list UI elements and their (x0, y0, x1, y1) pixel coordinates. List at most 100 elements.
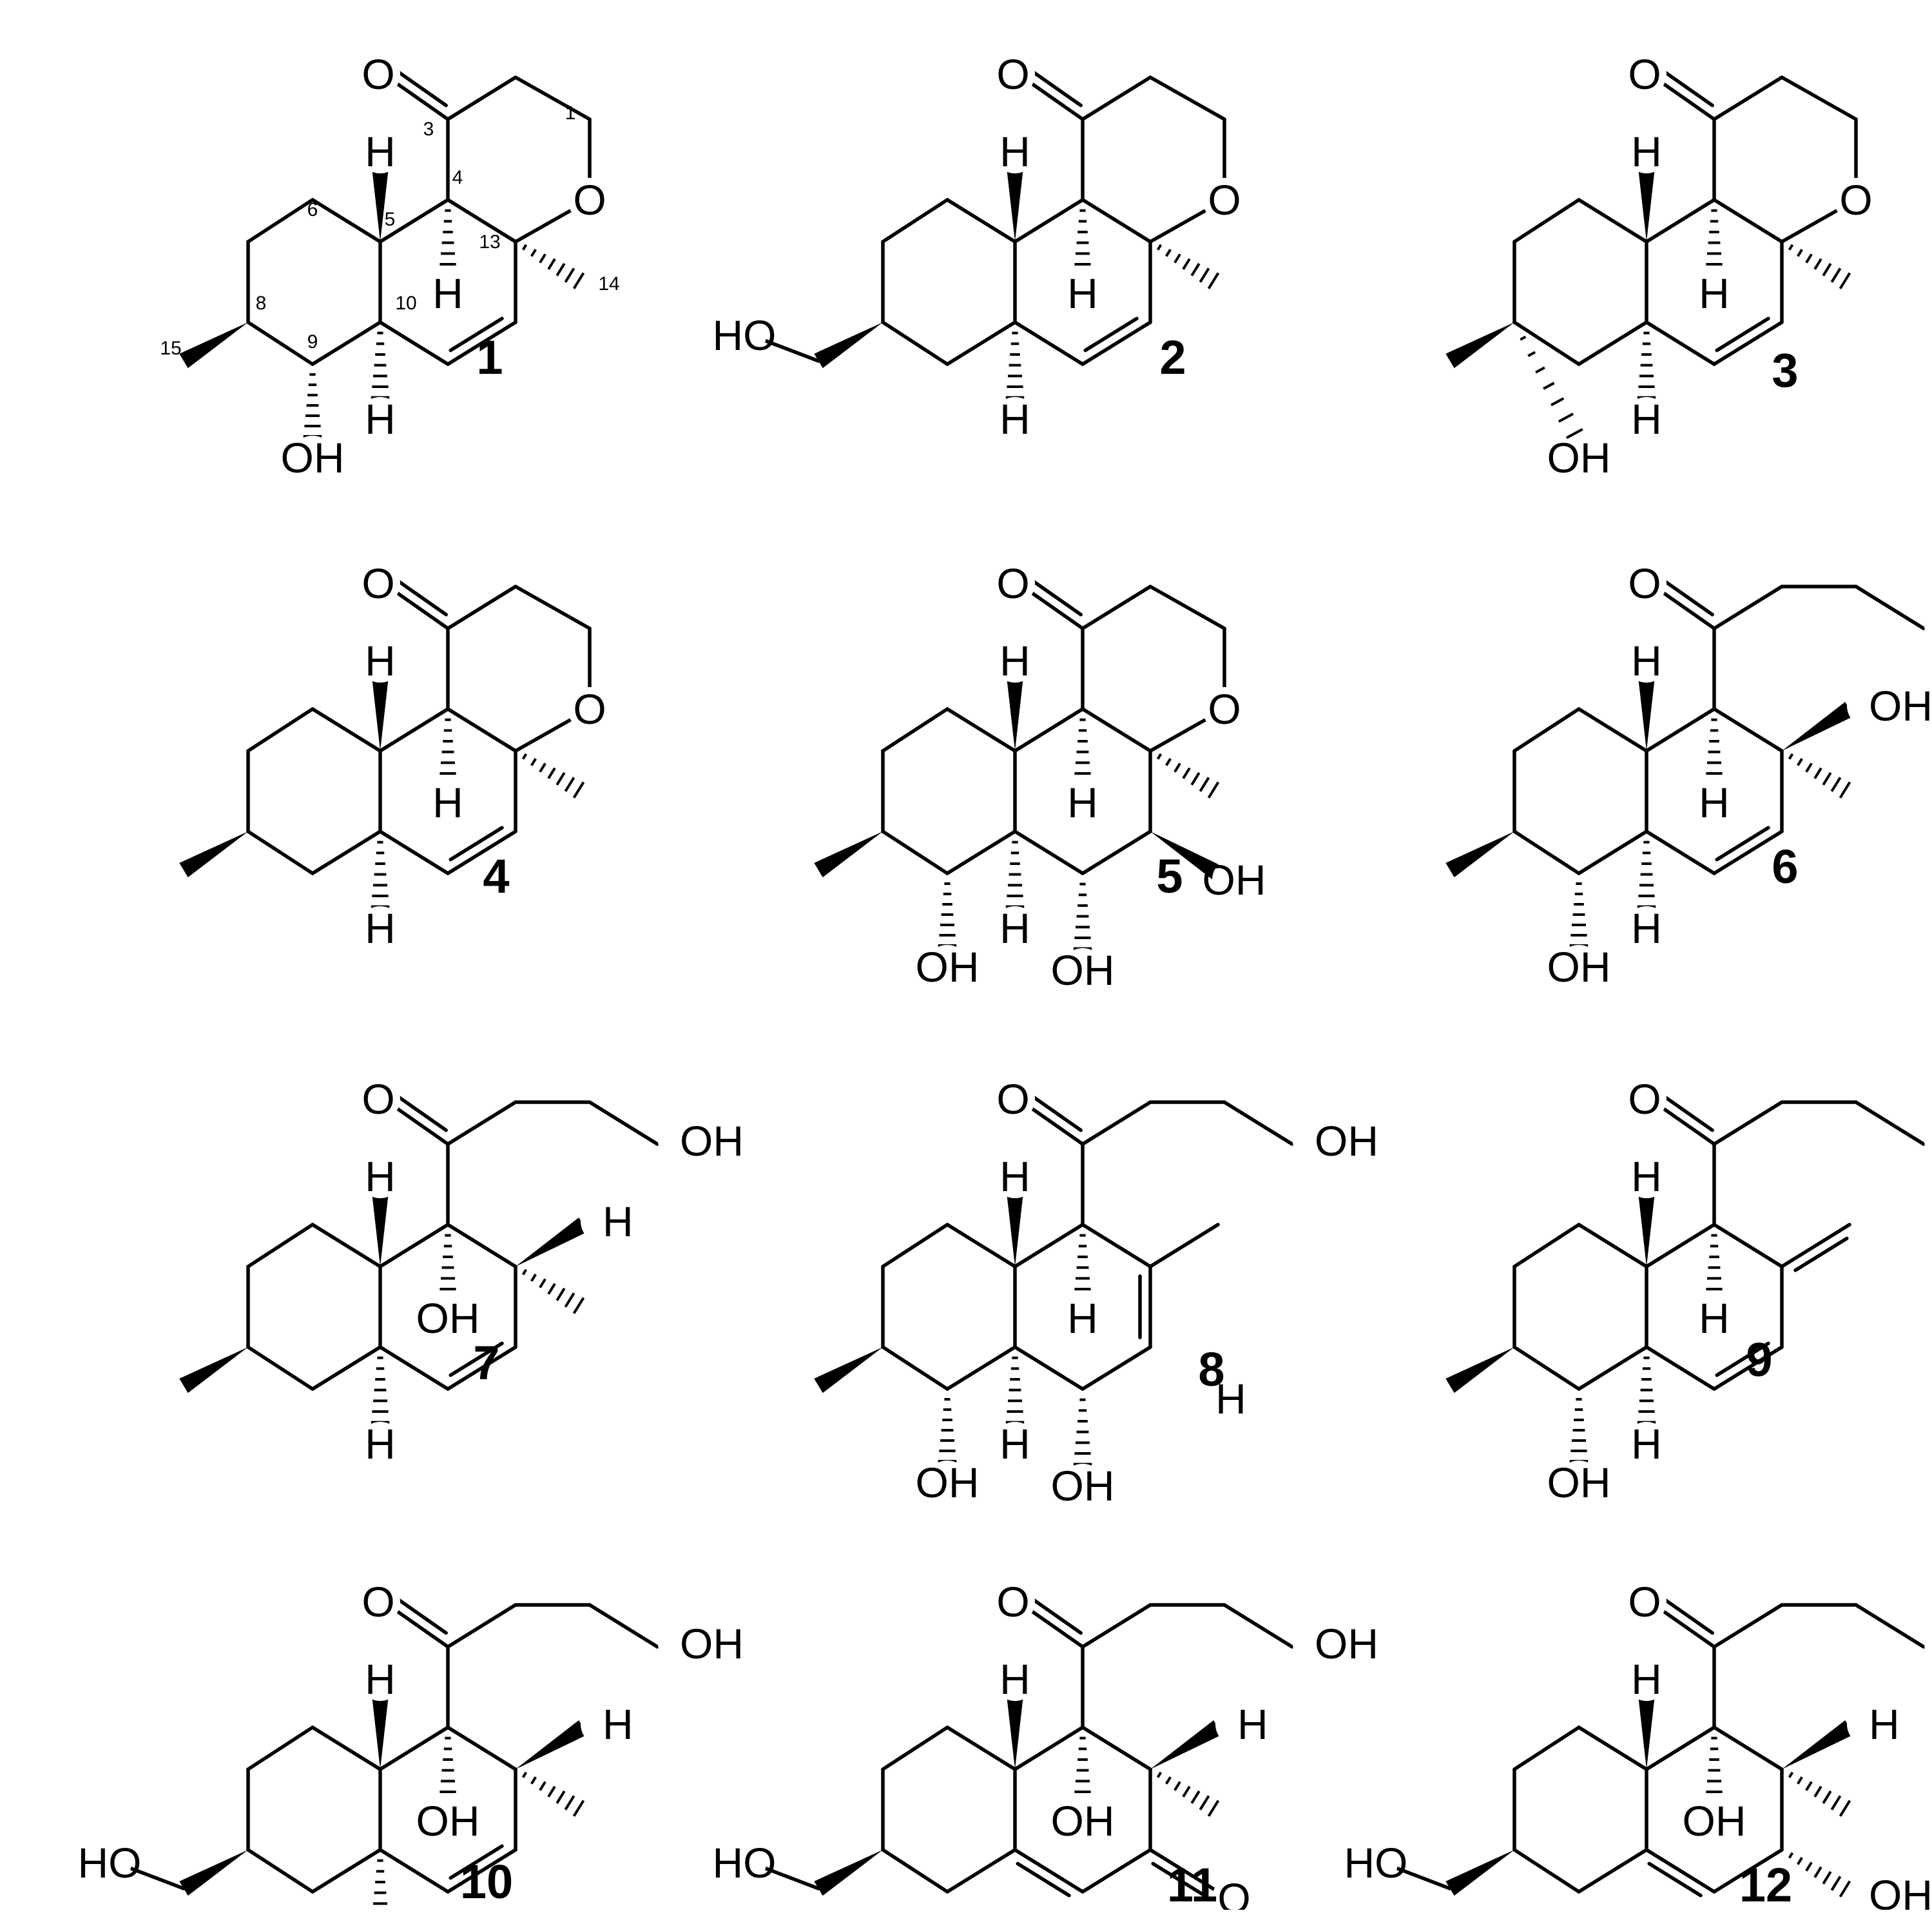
bond-c9-c10 (313, 831, 380, 873)
carbonyl-oxygen: O (362, 1578, 394, 1626)
hash-stroke (1831, 1796, 1840, 1809)
bond-c3-c2 (448, 77, 516, 119)
h4-hashed (1074, 1738, 1092, 1803)
bond-chain-oh (590, 1102, 657, 1144)
hash-stroke (1815, 1867, 1821, 1878)
oh-13-wedge (516, 1720, 588, 1769)
hydroxymethyl-wedge (179, 1850, 248, 1896)
compound-number: 9 (1746, 1333, 1772, 1386)
hydroxyl-9: OH (916, 1459, 980, 1506)
hydrogen-5: H (1631, 637, 1662, 685)
h10-hashed (371, 842, 389, 907)
bond-c4-c13 (1714, 709, 1782, 751)
bond-c5-c6 (1579, 709, 1647, 751)
compound-number: 10 (460, 1855, 513, 1908)
hash-stroke (1831, 777, 1840, 791)
hydrogen-5: H (1631, 1655, 1662, 1703)
hash-stroke (1192, 1791, 1199, 1803)
bond-c3-c2 (1714, 1605, 1782, 1647)
h10-hashed (1006, 842, 1024, 907)
carbonyl-oxygen: O (1628, 50, 1661, 98)
h4-hashed (1074, 720, 1092, 784)
bond-chain-oh (1224, 1605, 1292, 1647)
bond-c3-c2 (1083, 1102, 1150, 1144)
hash-stroke (523, 1270, 526, 1275)
bond-c6-c7 (248, 709, 313, 751)
hash-stroke (1806, 254, 1811, 262)
bond-c8-c9 (248, 1850, 313, 1892)
hash-stroke (557, 1791, 565, 1803)
hydroxyl-12: OH (1203, 856, 1266, 904)
hydrogen-10: H (1000, 1420, 1030, 1468)
hash-stroke (1790, 245, 1793, 250)
hash-stroke (1536, 367, 1545, 372)
methyl-14-hashed (523, 1270, 584, 1314)
hash-stroke (1823, 264, 1831, 276)
locant-label: 6 (307, 199, 318, 220)
h10-hashed (1006, 1358, 1024, 1423)
bond-c3-c2 (1083, 587, 1150, 628)
bond-c11-c12 (1083, 1347, 1150, 1389)
hash-stroke (1840, 782, 1850, 798)
carbonyl-oxygen: O (996, 50, 1029, 98)
h10-hashed (1006, 333, 1024, 398)
bond-c9-c10 (313, 1850, 380, 1892)
h5-wedge (1638, 1695, 1655, 1769)
hydroxyl-9: OH (1547, 1459, 1611, 1506)
hydrogen-4: OH (1683, 1797, 1746, 1845)
bond-c11-c12 (1083, 1850, 1150, 1892)
methyl-15-wedge (814, 831, 883, 877)
side-chain-hydroxyl: OH (680, 1117, 744, 1165)
hash-stroke (1200, 777, 1208, 791)
h10-hashed (1637, 842, 1656, 907)
hydroxyl-13: H (603, 1700, 633, 1748)
bond-c3-c2 (448, 587, 516, 628)
bond-c6-c7 (248, 1225, 313, 1267)
side-chain-hydroxyl: OH (680, 1620, 744, 1667)
hydrogen-4: H (1699, 1294, 1730, 1342)
h4-hashed (1705, 720, 1723, 784)
hydroxyl-13: H (1237, 1700, 1268, 1748)
hash-stroke (565, 1796, 574, 1809)
hash-stroke (1840, 273, 1850, 289)
hash-stroke (574, 1801, 584, 1816)
bond-c9-c10 (313, 1347, 380, 1389)
side-chain-hydroxyl: OH (1315, 1620, 1378, 1667)
oh-13-wedge (516, 1218, 588, 1267)
h4-hashed (439, 1236, 457, 1300)
hash-stroke (1158, 1772, 1161, 1778)
side-chain-hydroxyl-mask (1924, 1119, 1932, 1163)
bond-c6-c7 (1514, 709, 1579, 751)
hydrogen-4: H (432, 269, 463, 317)
compound-10: OOHHOHHHHO10 (78, 1578, 744, 1910)
hash-stroke (1183, 1787, 1190, 1797)
hydroxyl-ch2: HO (713, 311, 777, 359)
hash-stroke (1823, 1791, 1831, 1803)
hash-stroke (548, 259, 555, 269)
bond-c10-c11 (380, 1850, 448, 1892)
side-chain-hydroxyl: OH (1315, 1117, 1378, 1165)
carbonyl-oxygen: O (996, 559, 1029, 607)
compound-number: 5 (1156, 850, 1183, 903)
h5-wedge (1007, 1192, 1023, 1267)
bond-c5-c6 (313, 1225, 380, 1267)
methyl-15-wedge (814, 1347, 883, 1393)
bond-chain-oh (1856, 587, 1924, 628)
bond-c10-c11 (1015, 831, 1083, 873)
h10-hashed (371, 333, 389, 398)
hydrogen-5: H (365, 128, 396, 175)
hydrogen-4: OH (1051, 1797, 1115, 1845)
hydroxyl-ch2: HO (713, 1839, 777, 1887)
compound-number: 11 (1167, 1858, 1217, 1910)
carbonyl-oxygen: O (362, 50, 394, 98)
bond-c4-c5 (1647, 1727, 1714, 1769)
hash-stroke (1200, 1796, 1208, 1809)
compound-number: 3 (1772, 344, 1798, 397)
hash-stroke (1209, 782, 1219, 798)
bond-c10-c11 (1647, 322, 1714, 364)
bond-c6-c7 (1514, 1727, 1579, 1769)
compound-number: 2 (1159, 331, 1186, 384)
hash-stroke (1166, 759, 1171, 766)
